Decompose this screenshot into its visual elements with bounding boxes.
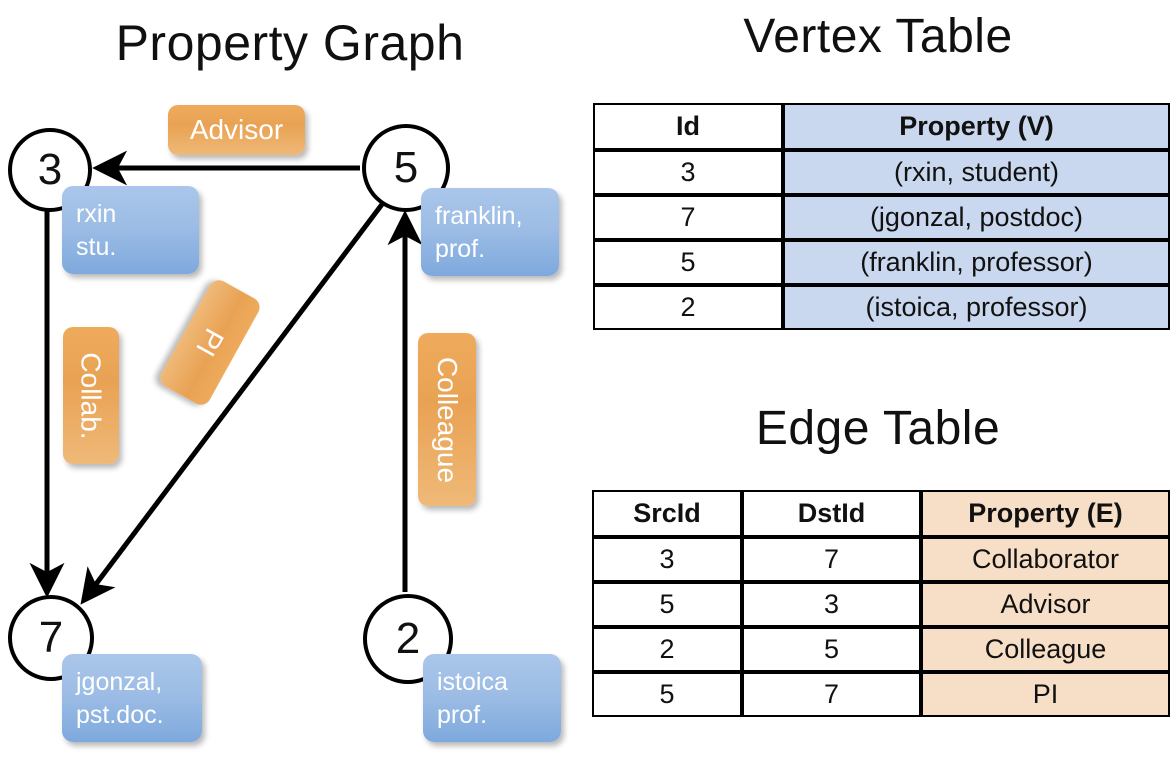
edge-callout-advisor-text: Advisor: [189, 114, 284, 145]
vertex-cell-property: (rxin, student): [783, 150, 1170, 195]
property-graph-diagram: 3 5 7 2 rxin stu. franklin, prof. jgonza…: [0, 0, 580, 760]
vertex-callout-3-line1: rxin: [76, 200, 117, 228]
vertex-cell-property: (jgonzal, postdoc): [783, 195, 1170, 240]
table-row[interactable]: 7 (jgonzal, postdoc): [593, 195, 1170, 240]
page-title-property-graph: Property Graph: [115, 15, 465, 71]
graph-node-5[interactable]: 5: [362, 124, 450, 212]
table-row[interactable]: 2 (istoica, professor): [593, 285, 1170, 330]
vertex-cell-id: 5: [593, 240, 783, 285]
vertex-callout-2-line2: prof.: [437, 701, 488, 729]
edge-cell-srcid: 5: [592, 582, 742, 627]
edge-cell-dstid: 3: [742, 582, 921, 627]
vertex-callout-2-line1: istoica: [437, 668, 508, 696]
vertex-table-header-id: Id: [593, 103, 783, 150]
vertex-callout-5-line1: franklin,: [435, 202, 523, 230]
vertex-cell-property: (franklin, professor): [783, 240, 1170, 285]
vertex-callout-5: franklin, prof.: [421, 188, 559, 276]
graph-node-2[interactable]: 2: [363, 594, 453, 684]
table-row[interactable]: 2 5 Colleague: [592, 627, 1170, 672]
edge-table: SrcId DstId Property (E) 3 7 Collaborato…: [592, 490, 1170, 717]
edge-cell-dstid: 7: [742, 537, 921, 582]
vertex-callout-7-line2: pst.doc.: [76, 701, 164, 729]
edge-cell-srcid: 3: [592, 537, 742, 582]
page-title-vertex-table: Vertex Table: [743, 10, 1013, 63]
edge-callout-advisor: Advisor: [168, 105, 305, 155]
vertex-cell-id: 2: [593, 285, 783, 330]
vertex-callout-3-line2: stu.: [76, 233, 117, 261]
vertex-cell-id: 7: [593, 195, 783, 240]
vertex-callout-7: jgonzal, pst.doc.: [62, 654, 202, 742]
edge-table-header-property: Property (E): [921, 490, 1170, 537]
page-title-edge-table: Edge Table: [755, 402, 1001, 455]
edge-cell-srcid: 2: [592, 627, 742, 672]
edge-table-header-srcid: SrcId: [592, 490, 742, 537]
edge-callout-collab: Collab.: [63, 327, 119, 464]
vertex-callout-7-line1: jgonzal,: [76, 668, 163, 696]
vertex-table: Id Property (V) 3 (rxin, student) 7 (jgo…: [593, 103, 1170, 330]
edge-callout-colleague-text: Colleague: [432, 356, 464, 483]
edge-callout-colleague: Colleague: [418, 333, 476, 506]
vertex-callout-5-line2: prof.: [435, 235, 486, 263]
edge-table-header-dstid: DstId: [742, 490, 921, 537]
table-row[interactable]: 5 7 PI: [592, 672, 1170, 717]
edge-callout-collab-text: Collab.: [76, 351, 108, 440]
edge-cell-property: Advisor: [921, 582, 1170, 627]
edge-cell-property: Colleague: [921, 627, 1170, 672]
table-row[interactable]: 3 (rxin, student): [593, 150, 1170, 195]
table-row[interactable]: 5 (franklin, professor): [593, 240, 1170, 285]
vertex-callout-3: rxin stu.: [62, 186, 199, 274]
edge-cell-property: Collaborator: [921, 537, 1170, 582]
edge-cell-srcid: 5: [592, 672, 742, 717]
graph-edge-arrows: [29, 150, 423, 605]
vertex-callout-2: istoica prof.: [423, 654, 561, 742]
edge-cell-property: PI: [921, 672, 1170, 717]
edge-cell-dstid: 7: [742, 672, 921, 717]
edge-table-header-row: SrcId DstId Property (E): [592, 490, 1170, 537]
vertex-table-header-row: Id Property (V): [593, 103, 1170, 150]
vertex-table-header-property: Property (V): [783, 103, 1170, 150]
vertex-cell-property: (istoica, professor): [783, 285, 1170, 330]
edge-arrow-5-to-7: [80, 201, 385, 605]
table-row[interactable]: 5 3 Advisor: [592, 582, 1170, 627]
edge-callout-pi-text: PI: [190, 323, 231, 362]
table-row[interactable]: 3 7 Collaborator: [592, 537, 1170, 582]
vertex-cell-id: 3: [593, 150, 783, 195]
edge-cell-dstid: 5: [742, 627, 921, 672]
